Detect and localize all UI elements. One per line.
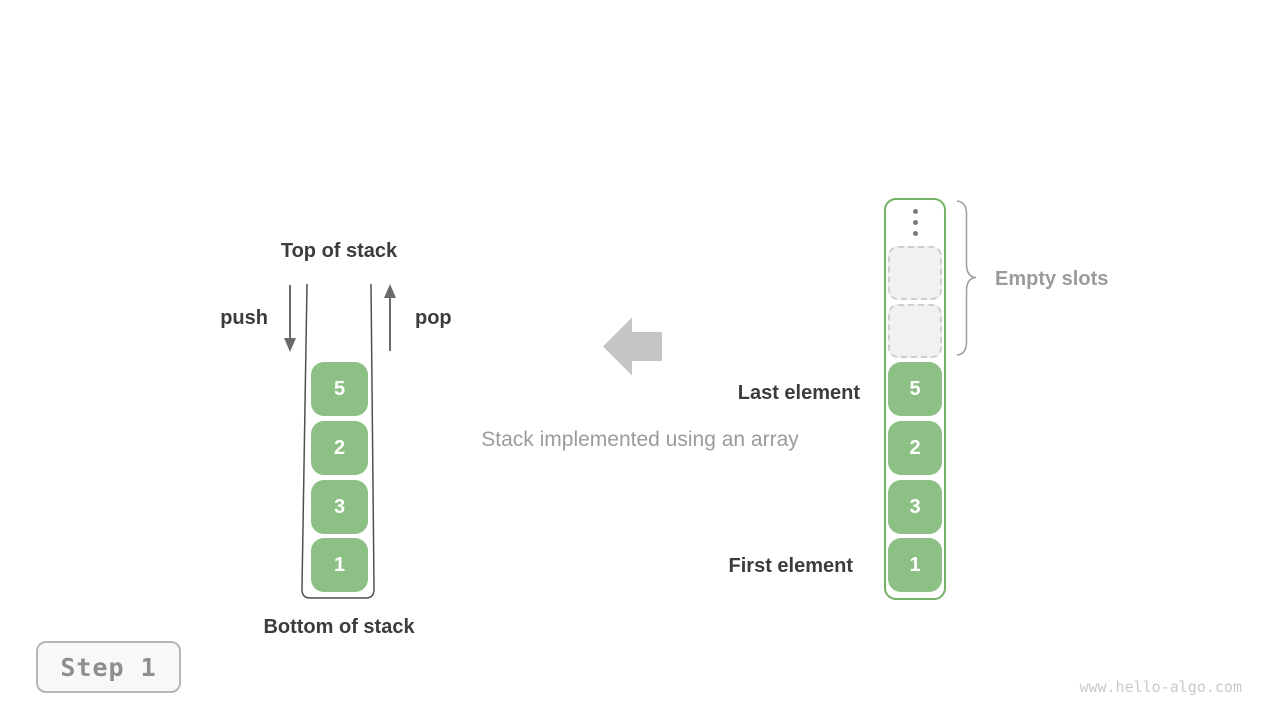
stack-cell: 3: [311, 480, 368, 534]
array-cell: 2: [888, 421, 942, 475]
step-badge: Step 1: [36, 641, 181, 693]
ellipsis-dot: [913, 220, 918, 225]
watermark-url: www.hello-algo.com: [1079, 678, 1242, 696]
first-element-label: First element: [728, 555, 853, 577]
empty-slots-brace: [956, 200, 977, 356]
array-cell: 1: [888, 538, 942, 592]
stack-cell: 5: [311, 362, 368, 416]
push-label: push: [220, 307, 268, 329]
left-arrow-icon: [603, 317, 662, 376]
diagram-caption: Stack implemented using an array: [481, 428, 799, 451]
pop-arrow-icon: [384, 284, 396, 351]
bottom-of-stack-label: Bottom of stack: [263, 616, 415, 638]
top-of-stack-label: Top of stack: [280, 240, 398, 262]
ellipsis-dot: [913, 231, 918, 236]
stack-cell: 2: [311, 421, 368, 475]
empty-slot: [888, 246, 942, 300]
pop-label: pop: [415, 307, 452, 329]
vertical-ellipsis-icon: [913, 209, 918, 236]
array-cell: 3: [888, 480, 942, 534]
push-arrow-icon: [284, 285, 296, 352]
array-cell: 5: [888, 362, 942, 416]
ellipsis-dot: [913, 209, 918, 214]
stack-cell: 1: [311, 538, 368, 592]
empty-slots-label: Empty slots: [995, 268, 1109, 290]
empty-slot: [888, 304, 942, 358]
last-element-label: Last element: [737, 382, 860, 404]
